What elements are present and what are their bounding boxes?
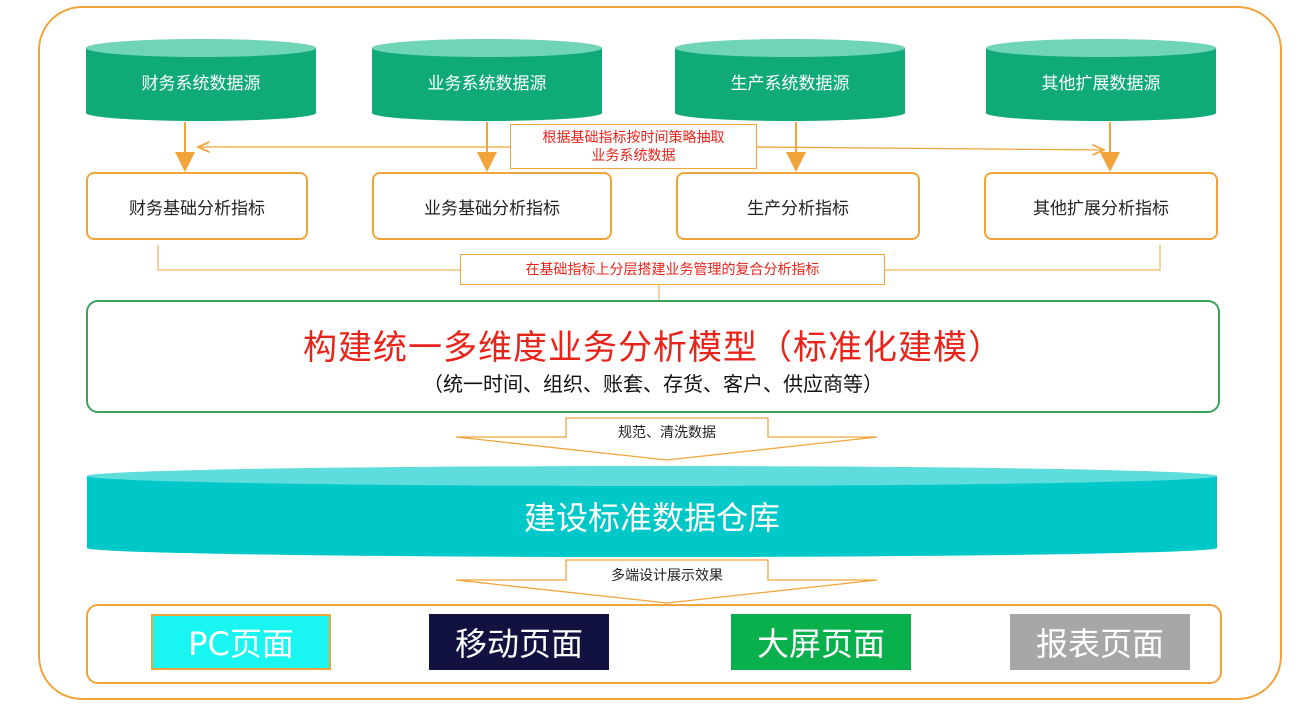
mobile-page-tile: 移动页面	[429, 614, 609, 670]
source-cylinder-business	[372, 39, 602, 121]
analysis-model-box: 构建统一多维度业务分析模型（标准化建模） （统一时间、组织、账套、存货、客户、供…	[86, 300, 1220, 413]
display-label: 多端设计展示效果	[611, 568, 723, 584]
indicator-other: 其他扩展分析指标	[984, 172, 1218, 240]
indicator-finance: 财务基础分析指标	[86, 172, 308, 240]
extract-note-line2: 业务系统数据	[591, 147, 676, 164]
composite-note: 在基础指标上分层搭建业务管理的复合分析指标	[460, 254, 885, 285]
source-label-other: 其他扩展数据源	[1041, 74, 1161, 94]
report-page-tile: 报表页面	[1010, 614, 1190, 670]
source-cylinder-other	[986, 39, 1216, 121]
display-arrow	[455, 559, 878, 604]
extract-note: 根据基础指标按时间策略抽取 业务系统数据	[510, 124, 757, 169]
model-title: 构建统一多维度业务分析模型（标准化建模）	[303, 328, 1003, 368]
extract-note-line1: 根据基础指标按时间策略抽取	[542, 129, 725, 146]
pc-page-tile: PC页面	[151, 614, 331, 670]
source-label-production: 生产系统数据源	[730, 74, 850, 94]
source-label-finance: 财务系统数据源	[141, 74, 261, 94]
warehouse-cylinder	[87, 466, 1217, 557]
indicator-production: 生产分析指标	[676, 172, 920, 240]
bracket-right	[885, 245, 1161, 271]
model-subtitle: （统一时间、组织、账套、存货、客户、供应商等）	[423, 372, 883, 396]
arrow-extract-right	[756, 147, 1104, 150]
outer-frame	[38, 6, 1282, 700]
indicator-business: 业务基础分析指标	[372, 172, 612, 240]
bracket-left	[157, 245, 461, 271]
clean-data-arrow	[455, 417, 878, 461]
source-cylinder-finance	[86, 39, 316, 121]
source-cylinder-production	[675, 39, 905, 121]
source-label-business: 业务系统数据源	[427, 74, 547, 94]
clean-data-label: 规范、清洗数据	[618, 425, 716, 441]
warehouse-label: 建设标准数据仓库	[523, 499, 780, 537]
bigscreen-page-tile: 大屏页面	[731, 614, 911, 670]
